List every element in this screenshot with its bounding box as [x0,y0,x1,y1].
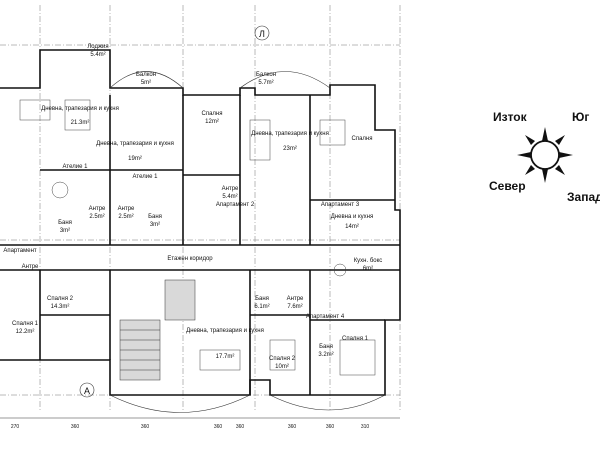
room-area: 5.7m² [258,80,273,86]
room-area: 3m² [150,222,160,228]
compass-south: Юг [572,110,589,124]
room-name: Спалня [202,111,223,117]
room-area: 2.5m² [89,214,104,220]
room-name: Апартамент 4 [306,314,345,320]
room-name: Дневна и кухня [331,214,374,220]
furniture [19,99,376,376]
room-area: 14.3m² [51,304,70,310]
walls [0,49,401,396]
room-name: Спалня 1 [12,321,39,327]
room-area: 19m² [128,156,142,162]
room-name: Антре [118,206,135,212]
compass-north: Север [489,179,526,193]
room-name: Баня [148,214,162,220]
room-area: 14m² [345,224,359,230]
room-area: 7.6m² [287,304,302,310]
svg-text:А: А [84,386,90,396]
room-name: Баня [58,220,72,226]
room-name: Антре [22,264,39,270]
room-name: Спалня [352,136,373,142]
compass-east: Изток [493,110,528,124]
room-name: Етажен коридор [167,256,213,262]
room-name: Антре [287,296,304,302]
room-name: Дневна, трапезария и кухня [41,106,119,112]
room-name: Балкон [136,72,156,78]
balcony-shapes [109,71,386,413]
room-name: Дневна, трапезария и кухня [186,328,264,334]
room-name: Балкон [256,72,276,78]
room-name: Дневна, трапезария и кухня [251,131,329,137]
room-area: 23m² [283,146,297,152]
dimension-line: 270 360 360 360 360 360 360 310 [0,417,400,430]
room-area: 6.1m² [254,304,269,310]
room-name: Лоджия [87,44,108,50]
room-name: Апартамент [3,248,37,254]
dimension-value: 360 [326,424,335,430]
room-area: 5.4m² [90,52,105,58]
room-area: 2.5m² [118,214,133,220]
room-area: 12m² [205,119,219,125]
room-area: 3.2m² [318,352,333,358]
room-name: Спалня 2 [269,356,296,362]
room-area: 12.2m² [16,329,35,335]
compass: Изток Юг Север Запад [489,110,600,204]
room-area: 17.7m² [216,354,235,360]
room-name: Дневна, трапезария и кухня [96,141,174,147]
room-labels: Лоджия 5.4m² Балкон 5m² Балкон 5.7m² Дне… [3,44,382,370]
dimension-value: 360 [141,424,150,430]
room-area: 5.4m² [222,194,237,200]
compass-west: Запад [567,190,600,204]
room-area: 6m² [363,266,373,272]
dimension-value: 310 [361,424,370,430]
dimension-value: 270 [11,424,20,430]
stairs [119,279,196,381]
dimension-value: 360 [71,424,80,430]
svg-text:Л: Л [259,29,265,39]
room-name: Баня [319,344,333,350]
room-area: 10m² [275,364,289,370]
dimension-value: 360 [214,424,223,430]
grid-bubble-top: Л [254,25,270,41]
room-area: 3m² [60,228,70,234]
room-name: Антре [222,186,239,192]
dimension-value: 360 [288,424,297,430]
room-name: Баня [255,296,269,302]
room-name: Спалня 1 [342,336,369,342]
room-name: Апартамент 3 [321,202,360,208]
room-area: 5m² [141,80,151,86]
dimension-value: 360 [236,424,245,430]
grid-bubble-bottom: А [79,382,95,398]
room-area: 21.3m² [71,120,90,126]
room-name: Апартамент 2 [216,202,255,208]
room-name: Ателие 1 [133,174,159,180]
room-name: Кухн. бокс [354,258,383,264]
room-name: Ателие 1 [63,164,89,170]
room-name: Антре [89,206,106,212]
room-name: Спалня 2 [47,296,74,302]
